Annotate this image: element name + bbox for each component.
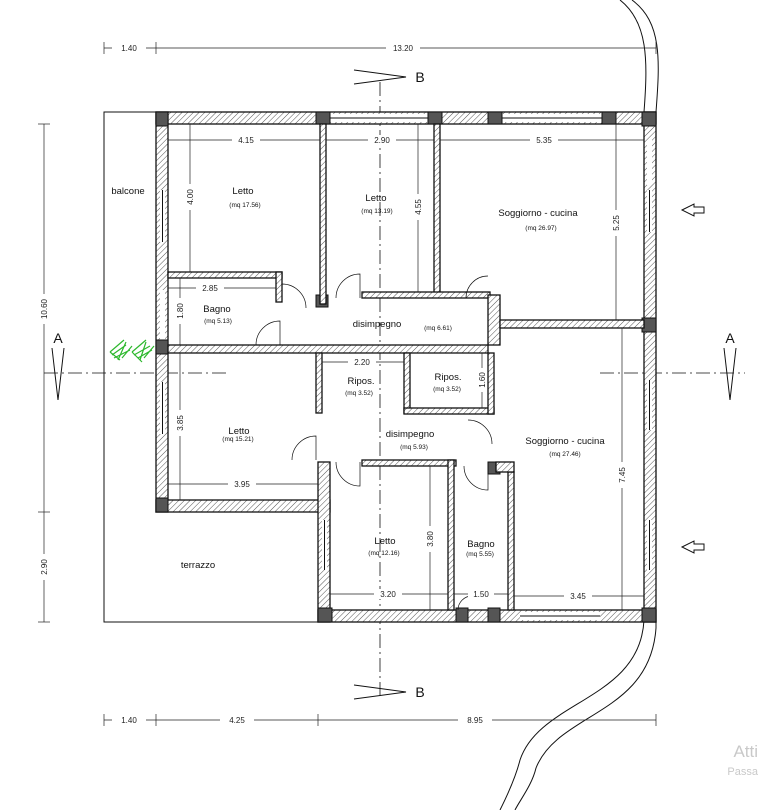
dim-bagno1-width: 2.85 [202, 284, 218, 293]
dim-left-lower: 2.90 [40, 559, 49, 575]
room-disimpegno2-area: (mq 5.93) [400, 444, 428, 451]
watermark-line-1: Atti [733, 742, 758, 761]
dim-bagno2-width: 1.50 [473, 590, 489, 599]
room-bagno1-area: (mq 5.13) [204, 318, 232, 325]
entrance-upper-arrow-icon [680, 203, 705, 217]
watermark-line-2: Passa [727, 766, 758, 778]
room-bagno1-name: Bagno [203, 304, 230, 315]
doors [255, 273, 493, 611]
dim-bottom-mid: 4.25 [229, 716, 245, 725]
section-b-top-arrow-icon [353, 69, 407, 85]
room-bagno2-area: (mq 5.55) [466, 551, 494, 558]
windows [160, 114, 652, 620]
room-balcone-name: balcone [111, 186, 144, 197]
room-disimpegno2-name: disimpegno [386, 429, 435, 440]
room-disimpegno1-name: disimpegno [353, 319, 402, 330]
dim-ripos-width: 2.20 [354, 358, 370, 367]
room-soggiorno1-name: Soggiorno - cucina [498, 208, 578, 219]
room-ripos1-name: Ripos. [348, 376, 375, 387]
dim-letto3-width: 3.95 [234, 480, 250, 489]
room-soggiorno2-area: (mq 27.46) [549, 451, 580, 458]
dim-letto2-depth: 4.55 [414, 199, 423, 215]
dim-letto1-depth: 4.00 [186, 189, 195, 205]
section-b-top-label: B [415, 69, 424, 85]
dim-letto2-width: 2.90 [374, 136, 390, 145]
section-b-bottom-label: B [415, 684, 424, 700]
room-terrazzo-name: terrazzo [181, 560, 215, 571]
room-soggiorno1-area: (mq 26.97) [525, 225, 556, 232]
room-letto2-area: (mq 13.19) [361, 208, 392, 215]
curved-path [499, 0, 659, 810]
room-letto1-name: Letto [232, 186, 253, 197]
dimension-labels: 1.40 13.20 1.40 4.25 8.95 10.60 2.90 4.1… [39, 43, 627, 725]
entrance-lower-arrow-icon [680, 540, 705, 554]
room-ripos2-name: Ripos. [435, 372, 462, 383]
balcony-outline [103, 111, 318, 623]
dim-bottom-right: 8.95 [467, 716, 483, 725]
plant-icon [109, 339, 155, 363]
dim-letto4-width: 3.20 [380, 590, 396, 599]
dim-left-upper: 10.60 [40, 298, 49, 319]
room-ripos1-area: (mq 3.52) [345, 390, 373, 397]
room-labels: balcone Letto (mq 17.56) Letto (mq 13.19… [111, 186, 605, 571]
dim-letto4-depth: 3.80 [426, 531, 435, 547]
interior-walls [167, 123, 645, 611]
room-letto3-area: (mq 15.21) [222, 436, 253, 443]
room-ripos2-area: (mq 3.52) [433, 386, 461, 393]
dim-letto1-width: 4.15 [238, 136, 254, 145]
dim-soggiorno2-depth: 7.45 [618, 467, 627, 483]
dim-bottom-left: 1.40 [121, 716, 137, 725]
dim-soggiorno1-depth: 5.25 [612, 215, 621, 231]
section-b-bottom-arrow-icon [353, 684, 407, 700]
section-a-right-arrow-icon [723, 347, 737, 401]
room-disimpegno1-area: (mq 6.61) [424, 325, 452, 332]
room-letto4-area: (mq 12.16) [368, 550, 399, 557]
dim-letto3-depth: 3.85 [176, 415, 185, 431]
section-markers: B B A A [51, 69, 737, 700]
room-bagno2-name: Bagno [467, 539, 494, 550]
section-a-left-arrow-icon [51, 347, 65, 401]
room-soggiorno2-name: Soggiorno - cucina [525, 436, 605, 447]
room-letto3-name: Letto [228, 426, 249, 437]
room-letto1-area: (mq 17.56) [229, 202, 260, 209]
section-a-right-label: A [725, 330, 735, 346]
entrance-arrows [680, 203, 705, 554]
section-a-left-label: A [53, 330, 63, 346]
dim-soggiorno2-width: 3.45 [570, 592, 586, 601]
dim-top-total: 13.20 [393, 44, 414, 53]
dim-top-left: 1.40 [121, 44, 137, 53]
dim-soggiorno1-width: 5.35 [536, 136, 552, 145]
room-letto4-name: Letto [374, 536, 395, 547]
dim-bagno1-depth: 1.80 [176, 303, 185, 319]
room-letto2-name: Letto [365, 193, 386, 204]
section-axes [44, 82, 745, 700]
dim-ripos-depth: 1.60 [478, 372, 487, 388]
